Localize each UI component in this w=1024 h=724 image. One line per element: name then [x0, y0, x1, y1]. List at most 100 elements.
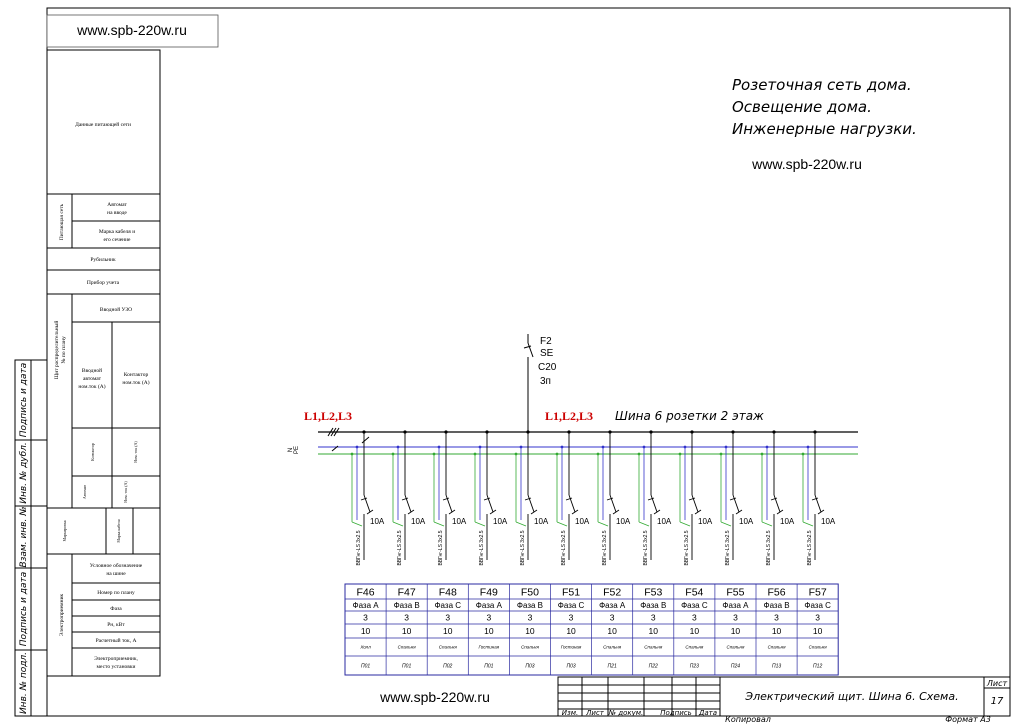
power-kw-label: Рн, кВт: [107, 622, 125, 628]
bus-junction: [608, 430, 612, 434]
feeder-pe-join: [638, 521, 650, 527]
feeder-cell-name: Спальня: [644, 645, 663, 650]
bus-junction: [813, 430, 817, 434]
pe-junction: [596, 452, 600, 456]
neutral-junction: [396, 445, 400, 449]
pe-junction: [719, 452, 723, 456]
breaker-trip-mark: [483, 497, 491, 501]
feeder-pe-join: [679, 521, 691, 527]
breaker-mech-mark: [489, 509, 497, 515]
breaker-rating-label: 10A: [780, 517, 795, 526]
breaker-rating-label: 10A: [493, 517, 508, 526]
pe-junction: [555, 452, 559, 456]
breaker-contact: [609, 494, 617, 513]
title-text: Электрический щит. Шина 6. Схема.: [744, 690, 958, 703]
feeder-cell-name: Гостиная: [561, 645, 582, 650]
bus-wire-label-n: N: [288, 448, 294, 452]
pe-junction: [801, 452, 805, 456]
breaker-contact: [404, 494, 412, 513]
breaker-contact: [650, 494, 658, 513]
pe-junction: [391, 452, 395, 456]
pe-junction: [637, 452, 641, 456]
title-col-list: Лист: [585, 709, 605, 717]
bus-junction: [485, 430, 489, 434]
sheet-number: 17: [991, 696, 1004, 707]
feeder-cell-current: 10: [813, 626, 823, 636]
input-auto-label-1: Вводной: [82, 367, 102, 374]
feeder-pe-join: [761, 521, 773, 527]
breaker-mech-mark: [612, 509, 620, 515]
title-block: Изм. Лист № докум. Подпись Дата Электрич…: [557, 676, 1011, 724]
breaker-rating-label: 10A: [534, 517, 549, 526]
breaker-rating-label: 10A: [698, 517, 713, 526]
heading-line-1: Розеточная сеть дома.: [732, 76, 912, 94]
breaker-rating-label: 10A: [657, 517, 672, 526]
neutral-junction: [560, 445, 564, 449]
feeder-cell-power: 3: [404, 613, 409, 623]
stamp-label-replaced-inv: Взам. инв. №: [19, 506, 29, 567]
breaker-trip-mark: [647, 497, 655, 501]
neutral-junction: [642, 445, 646, 449]
breaker-rating-label: 10A: [575, 517, 590, 526]
breaker-trip-mark: [729, 497, 737, 501]
bus-junction: [403, 430, 407, 434]
feeder-cell-current: 10: [484, 626, 494, 636]
feeder-cell-phase: Фаза В: [763, 601, 789, 610]
feeder-circuit-F46: 10A ВВГнг-LS 3х2.5: [350, 430, 385, 566]
cable-label: ВВГнг-LS 3х2.5: [356, 530, 362, 565]
stamp-column: Подпись и дата Инв. № дубл. Взам. инв. №…: [14, 359, 48, 717]
bus-junction: [567, 430, 571, 434]
pe-junction: [473, 452, 477, 456]
input-auto-label-2: автомат: [83, 376, 102, 382]
feeder-cell-name: Спальня: [726, 645, 745, 650]
breaker-trip-mark: [524, 497, 532, 501]
breaker-rating-label: 10A: [821, 517, 836, 526]
pe-junction: [678, 452, 682, 456]
feeder-cell-phase: Фаза А: [476, 601, 503, 610]
stamp-label-orig-inv: Инв. № подл.: [19, 652, 29, 714]
cable-label: ВВГнг-LS 3х2.5: [520, 530, 526, 565]
neutral-junction: [519, 445, 523, 449]
main-breaker-f2: F2 SE C20 3п: [523, 334, 557, 432]
feeder-pe-join: [720, 521, 732, 527]
breaker-trip-mark: [360, 497, 368, 501]
breaker-rating-label: 10A: [370, 517, 385, 526]
feeder-cell-current: 10: [607, 626, 617, 636]
feeder-cell-phase: Фаза С: [681, 601, 708, 610]
feeder-cell-id: F49: [480, 586, 498, 598]
feeder-cell-current: 10: [566, 626, 576, 636]
feeder-cell-power: 3: [692, 613, 697, 623]
pe-junction: [514, 452, 518, 456]
bus-junction: [649, 430, 653, 434]
feeder-cell-room: П03: [566, 663, 575, 669]
site-url-mid: www.spb-220w.ru: [751, 156, 862, 172]
feeder-pe-join: [392, 521, 404, 527]
breaker-trip-mark: [688, 497, 696, 501]
left-characteristics-table: Данные питающей сети Питающая сеть Автом…: [46, 49, 161, 677]
feeder-cell-phase: Фаза В: [394, 601, 420, 610]
feeder-cell-power: 3: [445, 613, 450, 623]
feeder-cell-room: П01: [361, 663, 370, 669]
pe-junction: [350, 452, 354, 456]
breaker-contact: [445, 494, 453, 513]
feeder-cell-name: Спальня: [398, 645, 417, 650]
breaker-contact: [363, 494, 371, 513]
switch-label: Рубильник: [90, 256, 116, 263]
breaker-mech-mark: [776, 509, 784, 515]
feeder-cell-phase: Фаза В: [517, 601, 543, 610]
main-breaker-rating: C20: [538, 362, 557, 373]
feeder-cell-power: 3: [486, 613, 491, 623]
bus-junction: [690, 430, 694, 434]
feeder-cell-power: 3: [733, 613, 738, 623]
feeder-cell-phase: Фаза А: [722, 601, 749, 610]
breaker-rating-label: 10A: [411, 517, 426, 526]
feeder-cell-id: F55: [726, 586, 744, 598]
breaker-mech-mark: [407, 509, 415, 515]
